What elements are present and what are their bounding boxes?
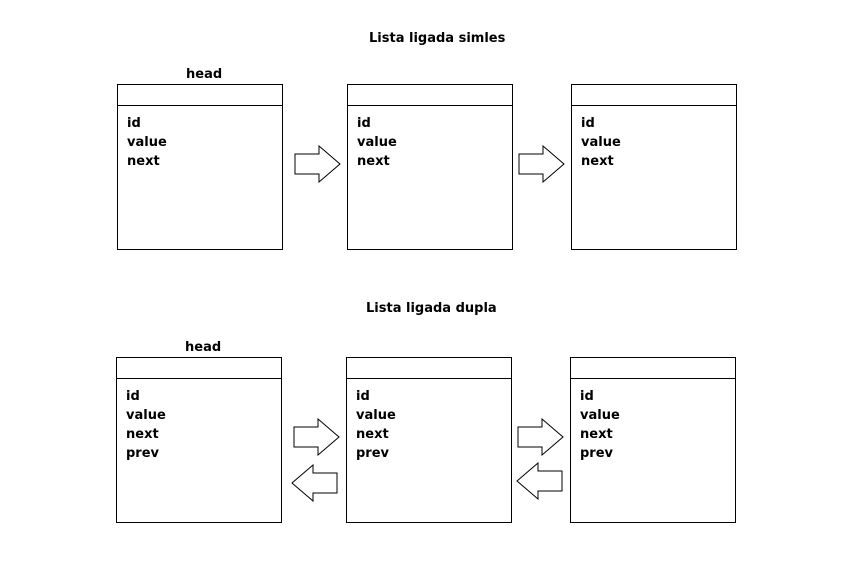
doubly-node-3: id value next prev xyxy=(570,357,736,523)
node-field-id: id xyxy=(356,389,370,404)
node-field-prev: prev xyxy=(126,446,160,461)
node-field-value: value xyxy=(356,408,396,423)
singly-list-title: Lista ligada simles xyxy=(369,31,506,46)
node-header xyxy=(348,85,512,106)
arrow-right-icon xyxy=(518,145,565,183)
doubly-node-2: id value next prev xyxy=(346,357,512,523)
doubly-node-1: id value next prev xyxy=(116,357,282,523)
node-header xyxy=(117,358,281,379)
node-field-prev: prev xyxy=(356,446,390,461)
node-field-value: value xyxy=(126,408,166,423)
node-field-next: next xyxy=(580,427,613,442)
node-header xyxy=(571,358,735,379)
node-field-next: next xyxy=(357,154,390,169)
node-header xyxy=(347,358,511,379)
node-field-id: id xyxy=(580,389,594,404)
node-field-value: value xyxy=(127,135,167,150)
node-field-id: id xyxy=(581,116,595,131)
arrow-left-icon xyxy=(291,464,338,502)
node-field-id: id xyxy=(126,389,140,404)
node-field-id: id xyxy=(357,116,371,131)
node-field-value: value xyxy=(580,408,620,423)
node-header xyxy=(572,85,736,106)
node-field-next: next xyxy=(126,427,159,442)
node-field-value: value xyxy=(357,135,397,150)
node-field-next: next xyxy=(127,154,160,169)
node-field-next: next xyxy=(581,154,614,169)
singly-node-2: id value next xyxy=(347,84,513,250)
arrow-right-icon xyxy=(294,145,341,183)
singly-head-label: head xyxy=(186,67,223,82)
singly-node-1: id value next xyxy=(117,84,283,250)
arrow-right-icon xyxy=(293,418,340,456)
node-header xyxy=(118,85,282,106)
arrow-right-icon xyxy=(517,418,564,456)
node-field-value: value xyxy=(581,135,621,150)
doubly-list-title: Lista ligada dupla xyxy=(366,301,497,316)
node-field-next: next xyxy=(356,427,389,442)
doubly-head-label: head xyxy=(185,340,222,355)
singly-node-3: id value next xyxy=(571,84,737,250)
arrow-left-icon xyxy=(516,462,563,500)
node-field-prev: prev xyxy=(580,446,614,461)
node-field-id: id xyxy=(127,116,141,131)
